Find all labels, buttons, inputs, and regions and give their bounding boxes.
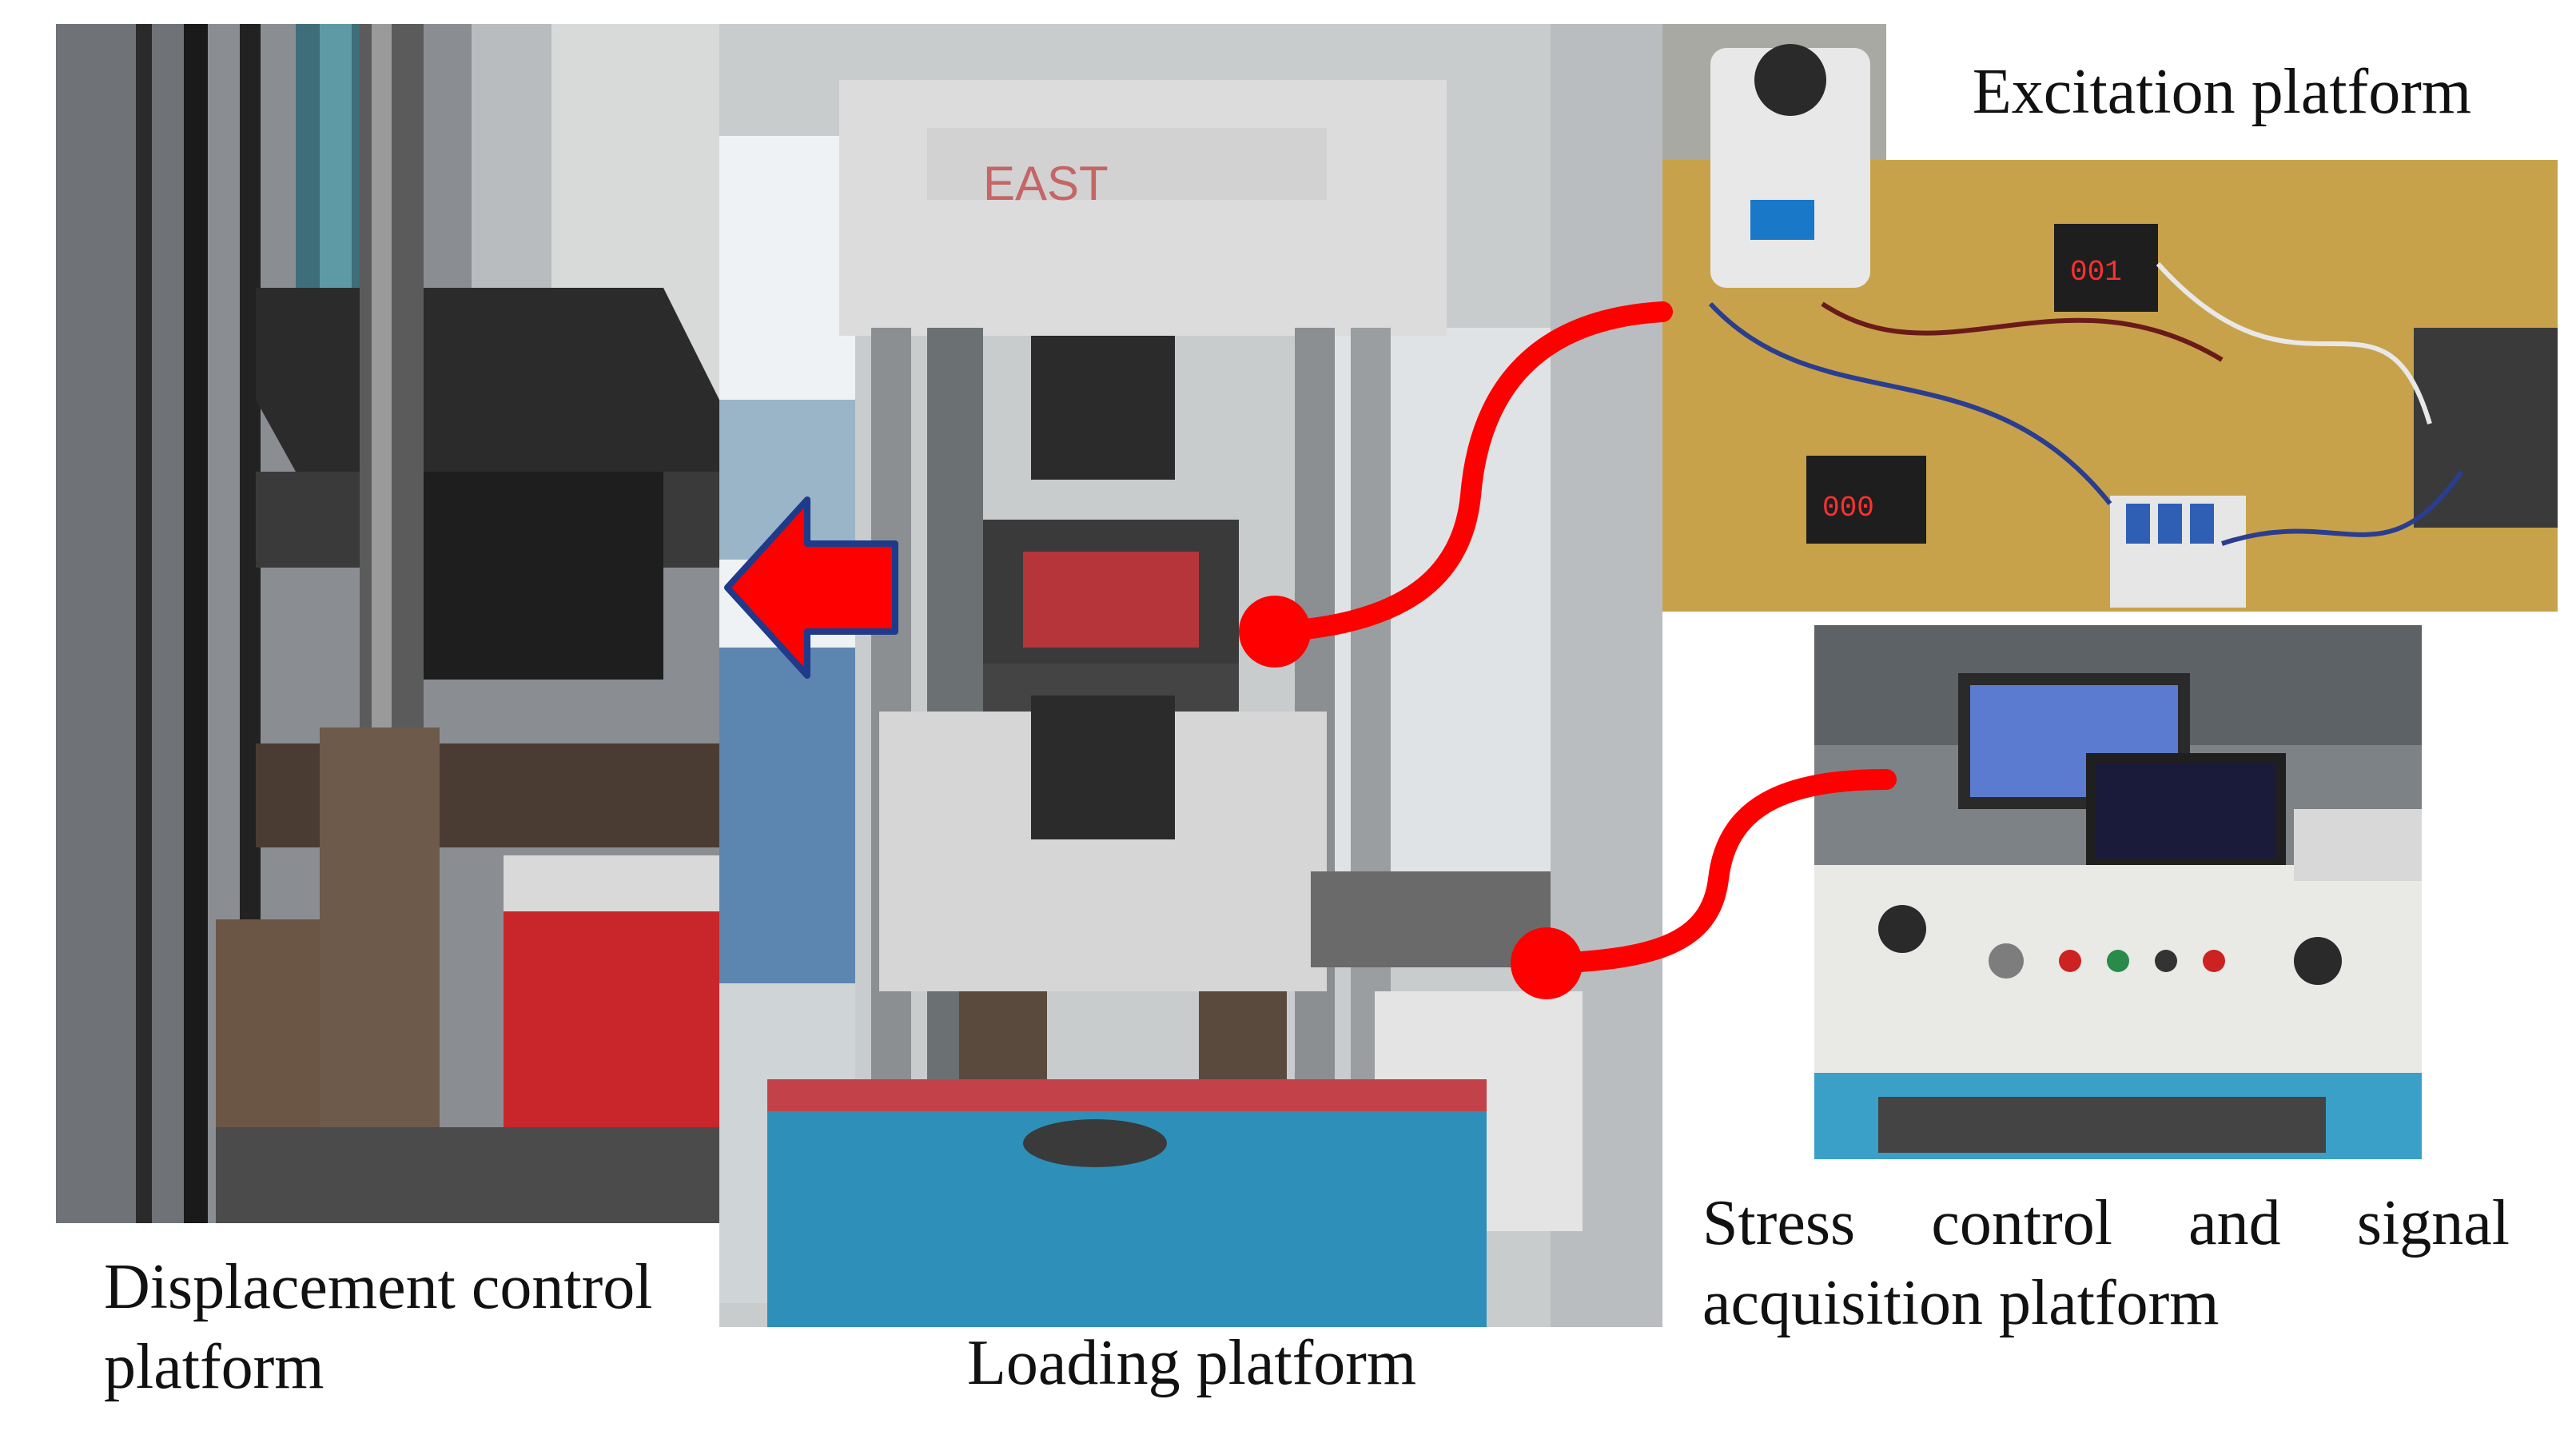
caption-stress: Stress control and signal acquisition pl…	[1702, 1183, 2510, 1343]
stress-photo-graphic	[1814, 625, 2422, 1159]
caption-excitation-text: Excitation platform	[1972, 57, 2472, 127]
displacement-photo	[56, 24, 719, 1223]
loading-photo-graphic: EAST	[719, 24, 1662, 1327]
caption-excitation: Excitation platform	[1886, 24, 2558, 160]
loading-photo: EAST	[719, 24, 1662, 1327]
meter-top-readout: 001	[2070, 256, 2122, 289]
caption-stress-word4: signal	[2356, 1188, 2510, 1258]
caption-stress-line1: Stress control and signal	[1702, 1183, 2510, 1263]
caption-loading-text: Loading platform	[967, 1328, 1417, 1398]
caption-displacement: Displacement control platform	[104, 1247, 652, 1407]
brand-label: EAST	[983, 157, 1109, 210]
caption-stress-word2: control	[1931, 1188, 2112, 1258]
displacement-photo-graphic	[56, 24, 719, 1223]
meter-bottom-readout: 000	[1822, 492, 1874, 524]
caption-loading: Loading platform	[967, 1323, 1416, 1403]
stress-photo	[1814, 625, 2422, 1159]
caption-stress-word3: and	[2188, 1188, 2281, 1258]
caption-stress-line2: acquisition platform	[1702, 1268, 2220, 1338]
caption-stress-word1: Stress	[1702, 1188, 1856, 1258]
caption-displacement-line2: platform	[104, 1332, 324, 1402]
caption-displacement-line1: Displacement control	[104, 1252, 653, 1322]
